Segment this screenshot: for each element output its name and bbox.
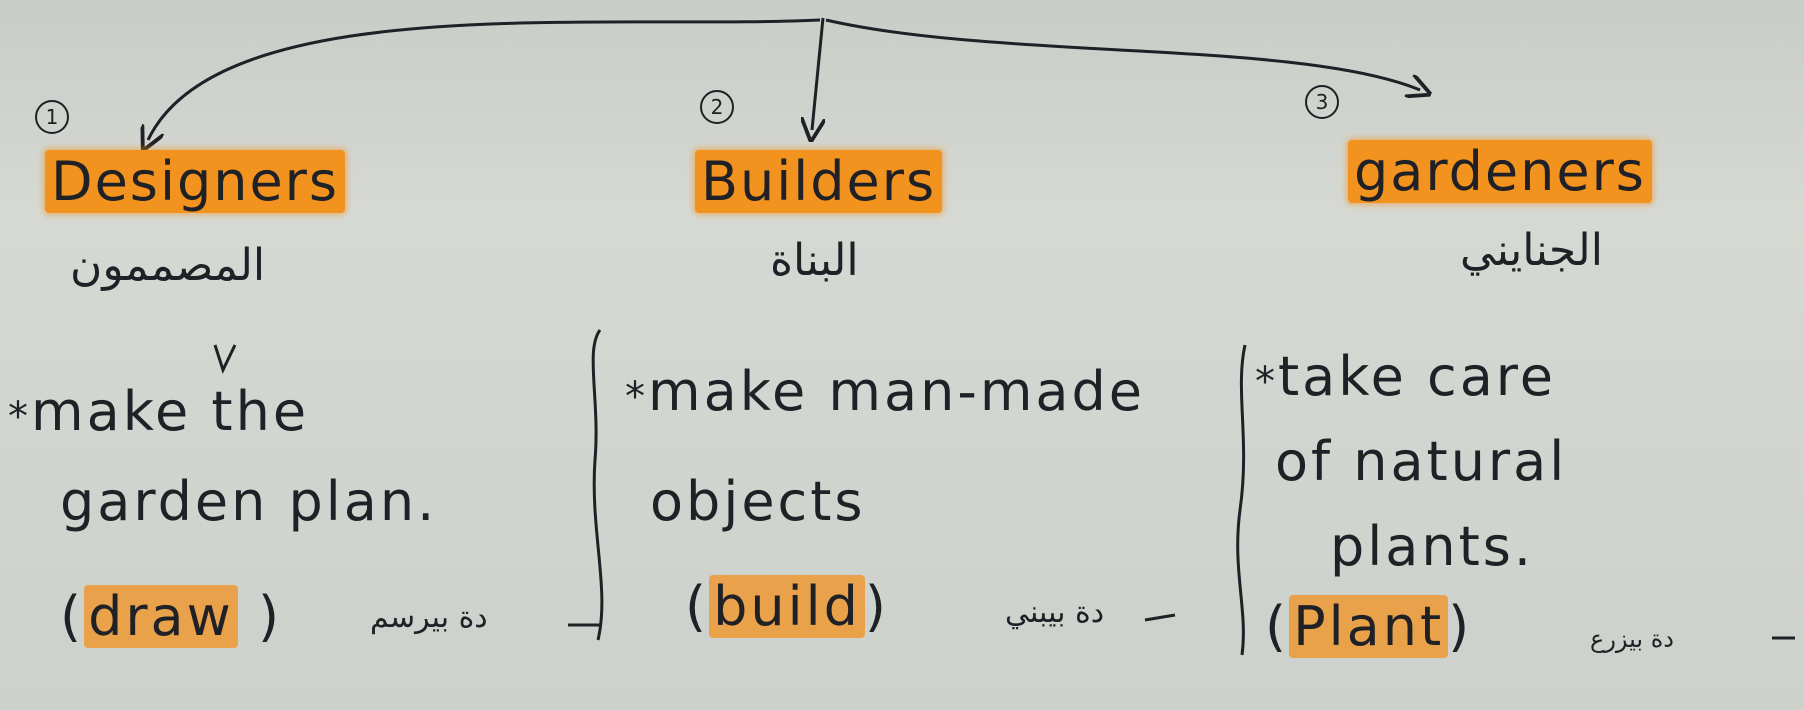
arabic-designers: المصممون xyxy=(70,240,266,291)
bullet: * xyxy=(8,394,31,440)
bullet: * xyxy=(625,374,648,420)
down-arrow-designers xyxy=(213,344,237,375)
designers-title: Designers xyxy=(45,150,345,213)
number-badge-1: 1 xyxy=(35,100,69,134)
verb-plant: Plant xyxy=(1289,595,1449,658)
arrow-to-designers xyxy=(148,18,821,140)
gardeners-line-3: plants. xyxy=(1330,515,1535,578)
paren-close: ) xyxy=(864,575,889,638)
paren-close: ) xyxy=(1448,595,1473,658)
arrow-to-builders xyxy=(812,17,823,130)
paren-open: ( xyxy=(1265,595,1290,658)
gardeners-verb-line: (Plant) xyxy=(1265,595,1472,658)
builders-title: Builders xyxy=(695,150,943,213)
number-badge-3: 3 xyxy=(1305,85,1339,119)
paren-open: ( xyxy=(685,575,710,638)
gardeners-line-1: *take care xyxy=(1255,345,1556,408)
arrow-to-gardeners xyxy=(825,18,1420,90)
heading-designers: Designers xyxy=(45,150,345,213)
builders-verb-line: (build) xyxy=(685,575,889,638)
paren-open: ( xyxy=(60,585,85,648)
arabic-build: دة بيبني xyxy=(1005,595,1105,630)
left-arrow-build xyxy=(1144,613,1176,622)
builders-line-1: *make man-made xyxy=(625,360,1145,423)
brace-right xyxy=(1236,344,1247,656)
builders-line-2: objects xyxy=(650,470,866,533)
gardeners-title: gardeners xyxy=(1348,140,1652,203)
arabic-gardeners: الجنايني xyxy=(1460,225,1603,276)
arabic-draw: دة بيرسم xyxy=(370,600,488,635)
verb-build: build xyxy=(709,575,865,638)
arabic-builders: البناة xyxy=(770,235,859,286)
gardeners-text-1: take care xyxy=(1278,345,1557,408)
verb-draw: draw xyxy=(84,585,238,648)
paren-close: ) xyxy=(257,585,283,648)
designers-line-1: *make the xyxy=(8,380,309,443)
designers-line-2: garden plan. xyxy=(60,470,438,533)
arabic-plant: دة بيزرع xyxy=(1590,625,1674,653)
gardeners-line-2: of natural xyxy=(1275,430,1568,493)
bullet: * xyxy=(1255,359,1278,405)
number-badge-2: 2 xyxy=(700,90,734,124)
heading-builders: Builders xyxy=(695,150,943,213)
heading-gardeners: gardeners xyxy=(1348,140,1652,203)
brace-left xyxy=(591,329,604,641)
designers-verb-line: (draw ) xyxy=(60,585,282,648)
designers-text-1: make the xyxy=(31,380,310,443)
builders-text-1: make man-made xyxy=(648,360,1146,423)
